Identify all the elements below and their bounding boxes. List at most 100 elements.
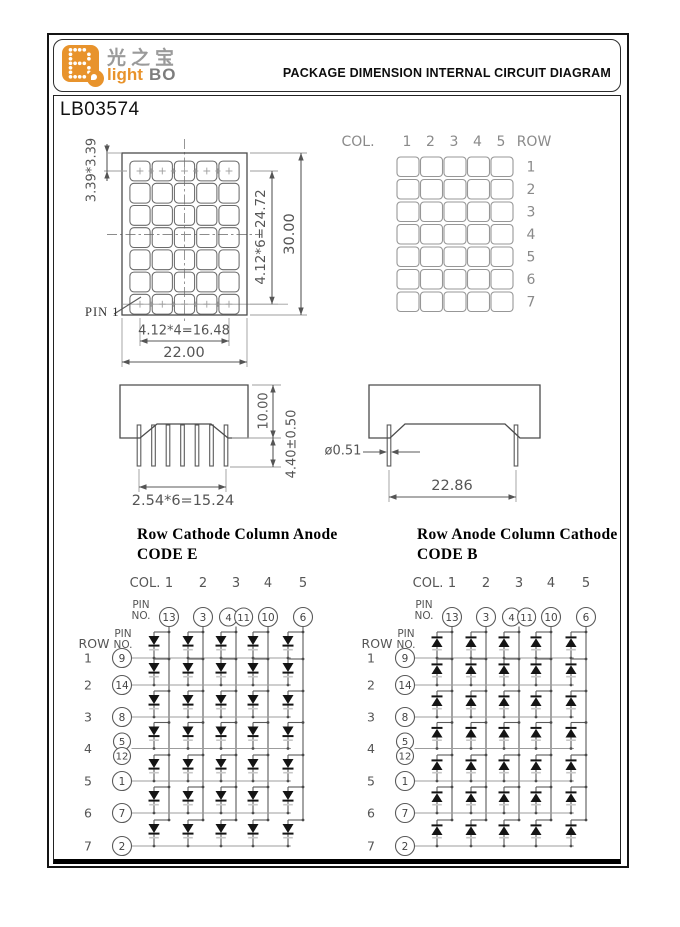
svg-text:NO.: NO. [131, 610, 150, 622]
circuit-e-code: CODE E [137, 546, 198, 563]
svg-text:COL.: COL. [341, 134, 374, 150]
svg-text:NO.: NO. [113, 639, 132, 651]
svg-text:4: 4 [527, 227, 536, 243]
svg-text:NO.: NO. [414, 610, 433, 622]
svg-text:7: 7 [367, 839, 375, 854]
circuit-b-title: Row Anode Column Cathode [417, 526, 618, 543]
svg-text:5: 5 [527, 250, 536, 266]
part-number: LB03574 [60, 99, 140, 120]
svg-text:3: 3 [483, 612, 490, 624]
header-box [53, 39, 621, 92]
dim-height: 30.00 [282, 213, 298, 255]
svg-text:2: 2 [527, 182, 536, 198]
svg-text:1: 1 [165, 576, 173, 591]
dim-dot-pitch: 3.39*3.39 [84, 137, 100, 203]
svg-text:7: 7 [84, 839, 92, 854]
svg-text:COL.: COL. [413, 576, 444, 591]
svg-text:11: 11 [237, 613, 250, 624]
magnifier-highlight [91, 74, 97, 80]
svg-text:1: 1 [119, 776, 126, 788]
svg-text:5: 5 [119, 737, 125, 748]
svg-text:3: 3 [84, 710, 92, 725]
svg-text:12: 12 [399, 752, 412, 763]
dim-body-height: 10.00 [256, 392, 272, 430]
dim-pin-pitch: 2.54*6=15.24 [131, 493, 235, 509]
svg-text:COL.: COL. [130, 576, 161, 591]
svg-text:6: 6 [583, 612, 590, 624]
circuit-e-title: Row Cathode Column Anode [137, 526, 338, 543]
svg-text:2: 2 [199, 576, 207, 591]
svg-text:2: 2 [84, 678, 92, 693]
svg-text:7: 7 [119, 808, 126, 820]
svg-text:PIN: PIN [132, 599, 149, 611]
front-view [104, 139, 307, 367]
svg-text:5: 5 [367, 774, 375, 789]
brand-chinese-name: 光之宝 [107, 47, 180, 69]
svg-text:13: 13 [445, 612, 458, 624]
svg-text:4: 4 [367, 741, 375, 756]
pin1-label: PIN 1 [85, 305, 120, 319]
svg-text:7: 7 [402, 808, 409, 820]
dim-row-span: 4.12*6=24.72 [253, 189, 269, 285]
svg-text:NO.: NO. [396, 639, 415, 651]
svg-text:1: 1 [527, 160, 536, 176]
svg-text:5: 5 [299, 576, 307, 591]
svg-text:5: 5 [582, 576, 590, 591]
svg-text:10: 10 [261, 612, 274, 624]
brand-name-bo: BO [149, 65, 177, 84]
svg-text:6: 6 [84, 806, 92, 821]
svg-text:5: 5 [497, 134, 506, 150]
svg-text:5: 5 [402, 737, 408, 748]
svg-text:1: 1 [402, 776, 409, 788]
svg-text:14: 14 [115, 680, 129, 692]
svg-text:13: 13 [162, 612, 175, 624]
dim-width: 22.00 [163, 345, 205, 361]
page-border [47, 33, 629, 868]
svg-text:9: 9 [119, 653, 126, 665]
svg-text:3: 3 [367, 710, 375, 725]
side-view-side [363, 384, 541, 502]
svg-text:2: 2 [367, 678, 375, 693]
svg-text:PIN: PIN [415, 599, 432, 611]
svg-text:8: 8 [119, 712, 126, 724]
svg-text:PIN: PIN [114, 628, 131, 640]
svg-text:8: 8 [402, 712, 409, 724]
circuit-b-code: CODE B [417, 546, 478, 563]
svg-text:1: 1 [84, 651, 92, 666]
svg-text:12: 12 [116, 752, 129, 763]
svg-text:3: 3 [527, 205, 536, 221]
svg-text:14: 14 [398, 680, 412, 692]
dim-pin-span: 22.86 [431, 478, 473, 494]
dim-col-span: 4.12*4=16.48 [138, 323, 230, 339]
svg-text:PIN: PIN [397, 628, 414, 640]
svg-text:4: 4 [84, 741, 92, 756]
svg-text:3: 3 [515, 576, 523, 591]
document-title: PACKAGE DIMENSION INTERNAL CIRCUIT DIAGR… [282, 66, 611, 80]
svg-text:1: 1 [367, 651, 375, 666]
svg-text:4: 4 [264, 576, 272, 591]
svg-text:3: 3 [200, 612, 207, 624]
svg-text:2: 2 [482, 576, 490, 591]
svg-text:4: 4 [473, 134, 482, 150]
svg-text:3: 3 [450, 134, 459, 150]
svg-text:10: 10 [544, 612, 557, 624]
svg-text:2: 2 [119, 841, 126, 853]
dim-pin-length: 4.40±0.50 [284, 409, 300, 479]
dim-pin-dia: ø0.51 [324, 443, 362, 459]
svg-text:5: 5 [84, 774, 92, 789]
svg-text:3: 3 [232, 576, 240, 591]
svg-text:1: 1 [403, 134, 412, 150]
svg-text:9: 9 [402, 653, 409, 665]
svg-text:4: 4 [547, 576, 555, 591]
svg-text:4: 4 [508, 613, 514, 624]
content-frame [53, 95, 621, 864]
svg-text:2: 2 [402, 841, 409, 853]
svg-text:11: 11 [520, 613, 533, 624]
svg-text:6: 6 [367, 806, 375, 821]
svg-text:ROW: ROW [517, 134, 552, 150]
